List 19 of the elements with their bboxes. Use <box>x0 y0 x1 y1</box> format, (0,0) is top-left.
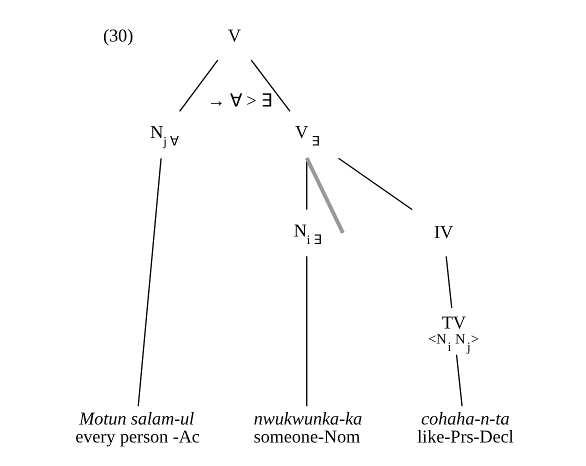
connector <box>455 354 462 406</box>
connector <box>178 60 218 112</box>
connector <box>445 256 452 308</box>
connector <box>250 60 290 112</box>
node-text: V $_{∃}$ <box>294 122 319 149</box>
label: (30) <box>102 25 133 46</box>
node-text: cohaha-n-ta like-Prs-Decl <box>416 408 514 447</box>
node-text: N$_{j ∀}$ <box>150 122 179 149</box>
connector <box>338 158 412 210</box>
connector <box>306 256 307 406</box>
node-text: V <box>227 25 240 46</box>
node-text: N$_{i ∃}$ <box>293 220 322 247</box>
connector <box>137 158 162 406</box>
node-text: IV <box>434 222 453 242</box>
connector <box>304 157 344 234</box>
node-label: → ∀ > ∃ <box>206 90 272 111</box>
connector <box>306 158 307 210</box>
node-text: nwukwunka-ka someone-Nom <box>253 408 362 447</box>
node-text: Motun salam-ul every person -Ac <box>74 408 200 447</box>
